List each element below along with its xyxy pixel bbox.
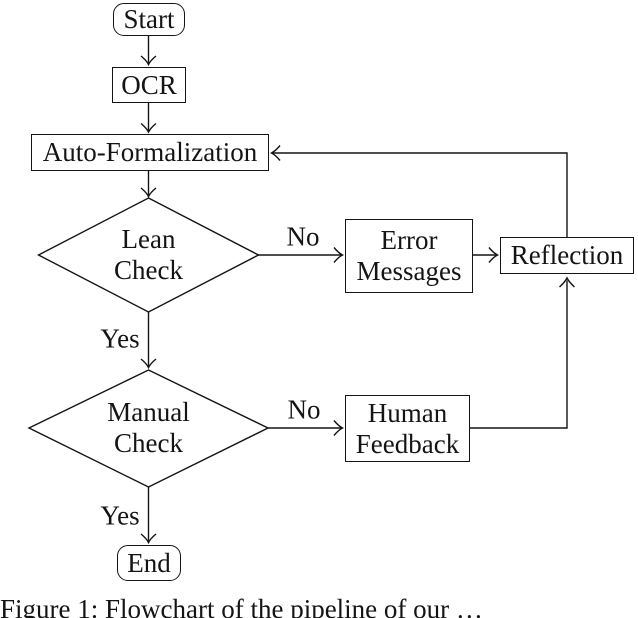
arrowhead-leancheck-manualcheck xyxy=(140,358,157,370)
node-start: Start xyxy=(113,3,185,36)
edge-label-manual-no: No xyxy=(287,394,321,425)
node-lean-check-label: Lean Check xyxy=(114,224,183,285)
node-end: End xyxy=(117,545,181,581)
arrowhead-leancheck-errormessages xyxy=(333,247,345,263)
node-reflection: Reflection xyxy=(500,237,634,274)
arrowhead-reflection-autoformalization xyxy=(269,145,281,161)
edge-label-lean-yes: Yes xyxy=(100,323,140,354)
node-human-feedback-label: Human Feedback xyxy=(355,397,460,459)
node-ocr: OCR xyxy=(112,67,186,103)
node-human-feedback: Human Feedback xyxy=(345,395,470,462)
node-reflection-label: Reflection xyxy=(510,240,624,270)
edge-reflection-autoformalization xyxy=(272,152,568,237)
edge-label-manual-yes: Yes xyxy=(100,500,140,531)
node-auto-formalization: Auto-Formalization xyxy=(31,134,269,171)
node-ocr-label: OCR xyxy=(121,69,177,100)
arrowhead-ocr-autoformalization xyxy=(140,122,157,134)
node-auto-formalization-label: Auto-Formalization xyxy=(42,137,258,167)
arrowhead-manualcheck-end xyxy=(140,533,157,545)
arrowhead-manualcheck-humanfeedback xyxy=(333,420,345,436)
node-error-messages-label: Error Messages xyxy=(356,225,462,286)
edge-label-lean-no: No xyxy=(286,221,320,252)
node-start-label: Start xyxy=(123,4,175,34)
arrowhead-humanfeedback-reflection xyxy=(559,276,575,288)
arrowhead-autoformalization-leancheck xyxy=(140,187,157,199)
node-manual-check-label: Manual Check xyxy=(107,397,190,458)
edge-humanfeedback-reflection xyxy=(470,280,568,429)
node-error-messages: Error Messages xyxy=(345,219,473,293)
figure-caption: Figure 1: Flowchart of the pipeline of o… xyxy=(0,594,483,618)
arrowhead-start-ocr xyxy=(140,55,157,67)
node-end-label: End xyxy=(127,547,171,578)
arrowhead-errormessages-reflection xyxy=(488,247,500,263)
